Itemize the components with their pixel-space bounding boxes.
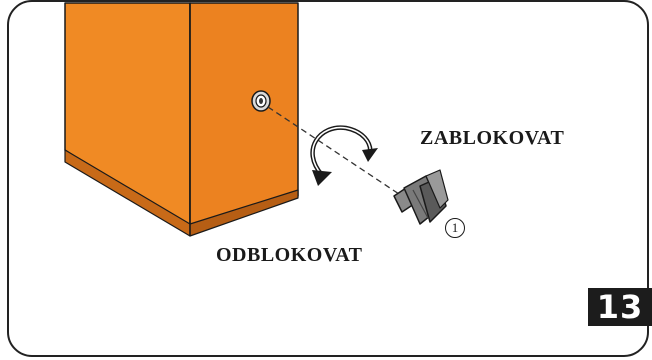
rotation-arrow-icon bbox=[310, 125, 378, 186]
keyhole-icon bbox=[251, 90, 271, 112]
lock-label: ZABLOKOVAT bbox=[420, 127, 565, 149]
key-alignment-line bbox=[267, 106, 403, 197]
release-key-icon bbox=[393, 169, 449, 225]
part-callout-number: 1 bbox=[445, 218, 465, 238]
unlock-label: ODBLOKOVAT bbox=[216, 244, 363, 266]
figure-number-badge: 13 bbox=[588, 288, 652, 326]
